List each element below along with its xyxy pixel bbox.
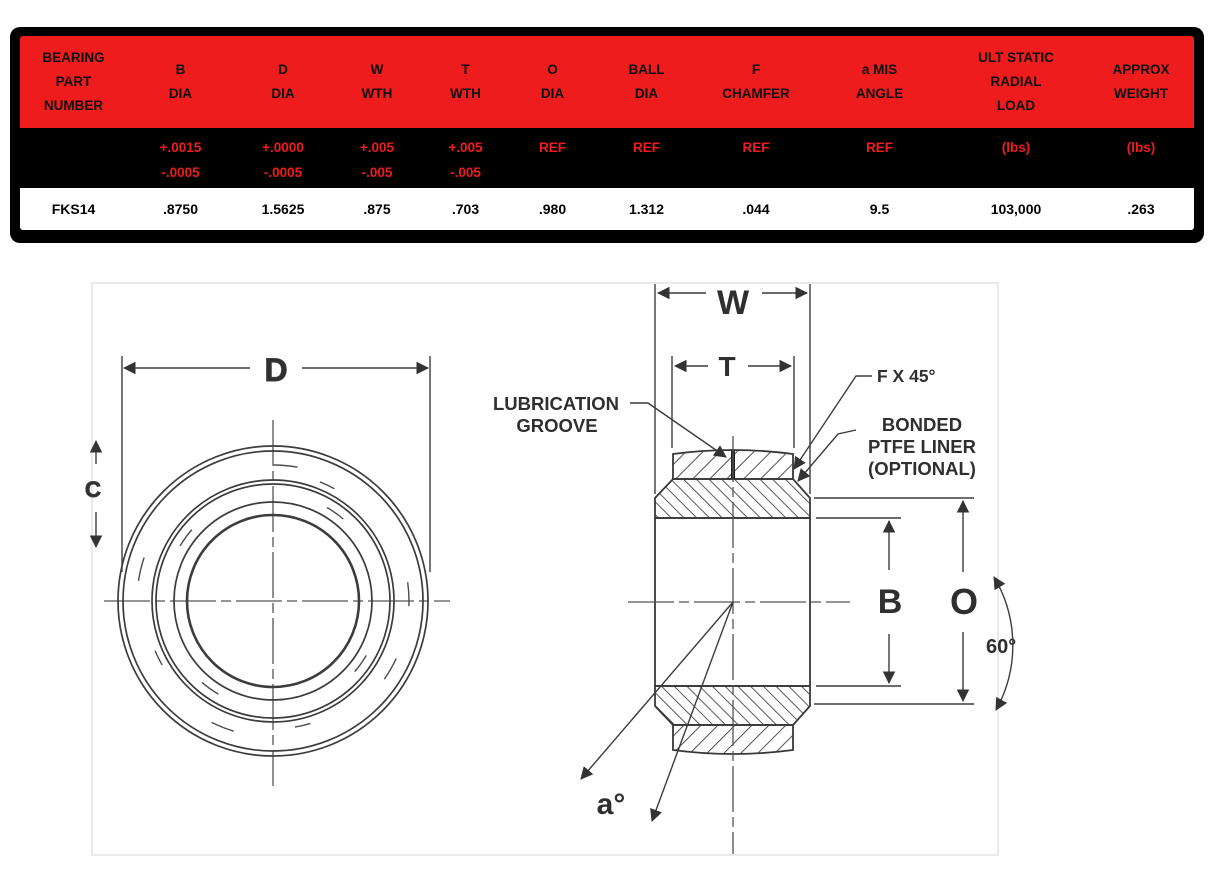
dim-o-label: O [950,581,978,622]
dim-d-label: D [264,352,287,388]
tolerance-cell: REF [742,140,770,155]
tolerance-cell: (lbs) [1001,140,1031,155]
header-line: CHAMFER [722,86,790,101]
dim-c-label: C [85,477,101,502]
header-line: T [461,62,470,77]
dim-w-label: W [717,284,750,322]
header-cell: F CHAMFER [697,36,815,128]
tolerance-cell: REF [633,140,660,155]
header-line: W [370,62,384,77]
dim-b [816,517,901,687]
header-line: DIA [634,86,659,101]
lubrication-label-line1: LUBRICATION [493,393,619,414]
tolerance-cell: +.0000-.0005 [262,140,304,180]
dim-t [671,356,795,448]
value-cell: 1.312 [628,201,665,217]
header-line: PART [55,74,92,89]
dim-t-label: T [718,351,735,382]
arc-60-dim [993,576,1014,711]
liner-label-line3: (OPTIONAL) [868,458,976,479]
header-line: WTH [361,86,393,101]
header-line: ANGLE [855,86,904,101]
tolerance-cell: +.005-.005 [359,140,395,180]
dim-o [814,497,974,705]
header-line: DIA [540,86,565,101]
value-cell: .8750 [162,201,199,217]
angle-a-label: a° [597,788,626,821]
tolerance-cell: +.0015-.0005 [159,140,202,180]
leader-chamfer [793,375,872,470]
dim-b-label: B [878,583,903,621]
front-sketch-arcs [136,464,410,738]
header-cell: B DIA [127,36,234,128]
header-cell: T WTH [422,36,509,128]
value-cell: .875 [363,201,391,217]
header-line: LOAD [996,98,1036,113]
dim-w [654,284,811,494]
header-cell: BEARING PART NUMBER [20,36,127,128]
header-cell: ULT STATIC RADIAL LOAD [944,36,1088,128]
header-line: WEIGHT [1114,86,1168,101]
tolerance-cell: REF [539,140,566,155]
header-cell: a MIS ANGLE [815,36,944,128]
liner-label-line2: PTFE LINER [868,436,976,457]
header-line: ULT STATIC [978,50,1054,65]
value-cell: .044 [742,201,770,217]
tolerance-cell: +.005-.005 [448,140,483,180]
section-centerlines [628,436,850,854]
value-cell: 103,000 [990,201,1042,217]
lubrication-label-line2: GROOVE [516,415,597,436]
header-line: a MIS [861,62,898,77]
value-cell: .263 [1127,201,1155,217]
value-cell: .980 [538,201,567,217]
value-cell: 9.5 [869,201,890,217]
tolerance-cell: REF [866,140,893,155]
header-line: RADIAL [990,74,1042,89]
header-line: NUMBER [43,98,104,113]
chamfer-label: F X 45° [877,366,936,386]
header-line: APPROX [1112,62,1170,77]
header-line: B [175,62,186,77]
front-view: D C [85,352,450,786]
table-tolerance-row: +.0015-.0005 +.0000-.0005 +.005-.005 +.0… [20,128,1194,188]
angle-a-dim [580,601,734,822]
tolerance-cell: (lbs) [1126,140,1156,155]
header-cell: W WTH [332,36,422,128]
drawing-frame [91,282,999,856]
header-line: DIA [271,86,295,101]
section-view: W T B O 60° [493,284,1016,854]
header-line: DIA [168,86,193,101]
table-data-row: FKS14 .8750 1.5625 .875 .703 .980 1.312 … [20,188,1194,230]
header-line: F [751,62,761,77]
arc-60-label: 60° [986,636,1016,658]
header-cell: APPROX WEIGHT [1088,36,1194,128]
leader-lubrication [630,402,727,458]
header-line: O [547,62,558,77]
header-cell: BALL DIA [596,36,697,128]
value-cell-part-number: FKS14 [51,201,96,217]
header-cell: D DIA [234,36,332,128]
front-rings [117,445,429,757]
dim-d [121,356,431,572]
front-centerlines [104,420,450,786]
leader-liner [797,429,857,482]
header-line: BALL [628,62,665,77]
value-cell: .703 [451,201,480,217]
liner-label-line1: BONDED [882,414,962,435]
header-line: D [278,62,288,77]
value-cell: 1.5625 [261,201,305,217]
header-line: BEARING [42,50,105,65]
header-cell: O DIA [509,36,596,128]
header-line: WTH [450,86,481,101]
